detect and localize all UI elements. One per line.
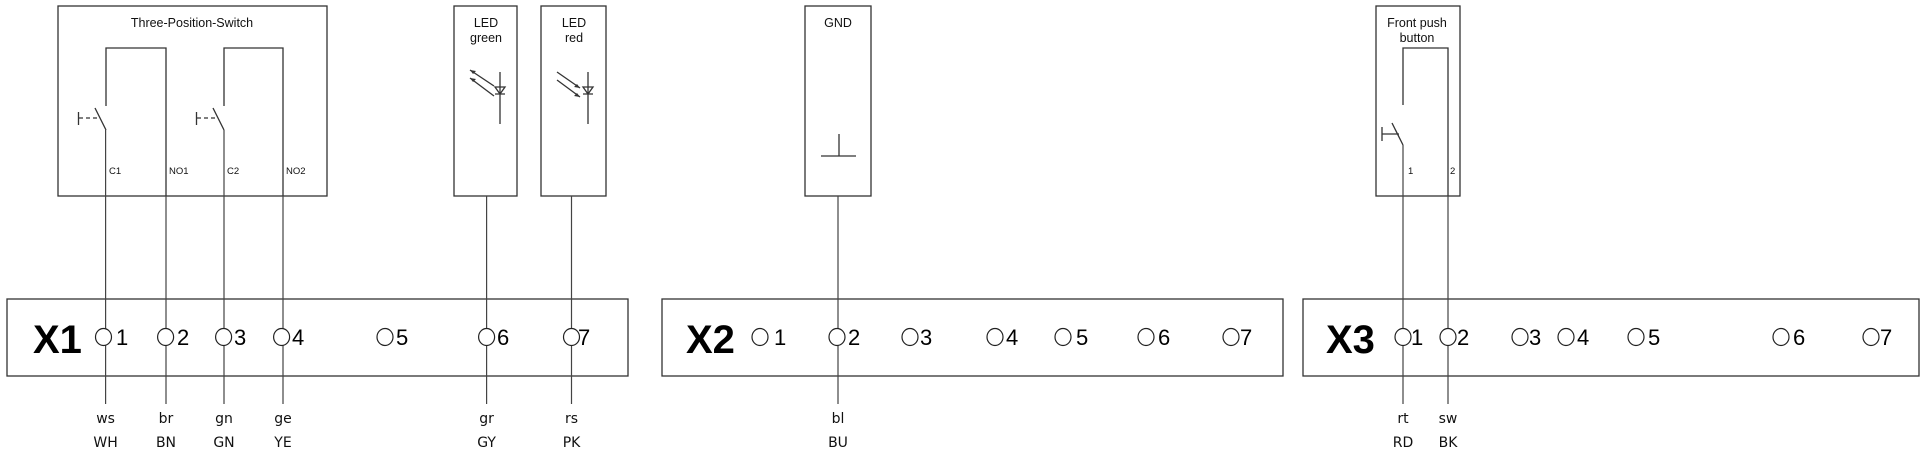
push-button-line2: button — [1400, 31, 1435, 45]
three-position-switch: Three-Position-Switch C1 NO1 C2 NO2 — [57, 5, 328, 197]
terminal-block-x3-label: X3 — [1326, 318, 1375, 362]
terminal-circle — [1222, 327, 1240, 347]
terminal-number: 6 — [497, 325, 509, 350]
led-red-line1: LED — [562, 16, 586, 30]
front-push-button: Front push button 1 2 — [1375, 5, 1461, 197]
led-red: LED red — [540, 5, 607, 197]
terminal-circle — [273, 327, 291, 347]
terminal-number: 4 — [1006, 325, 1018, 350]
led-icon — [556, 71, 595, 124]
terminal-circle — [157, 327, 175, 347]
led-green-housing — [453, 5, 518, 197]
terminal-number: 6 — [1158, 325, 1170, 350]
terminal-number: 3 — [1529, 325, 1541, 350]
pin-label-no1: NO1 — [169, 166, 189, 177]
terminal-number: 6 — [1793, 325, 1805, 350]
led-green-line1: LED — [474, 16, 498, 30]
terminal-circle — [1862, 327, 1880, 347]
wire-color-en: PK — [563, 435, 581, 451]
terminal-circle — [828, 327, 846, 347]
switch-contact-icon — [77, 47, 284, 196]
wire-color-de: br — [159, 411, 174, 427]
wire-color-de: rs — [565, 411, 578, 427]
terminal-number: 2 — [848, 325, 860, 350]
terminal-circle — [1557, 327, 1575, 347]
terminal-circle — [901, 327, 919, 347]
terminal-circle — [1054, 327, 1072, 347]
wire-color-de: ge — [274, 411, 292, 427]
wire-color-de: ws — [96, 411, 115, 427]
terminal-number: 7 — [1880, 325, 1892, 350]
pin-label-no2: NO2 — [286, 166, 306, 177]
terminal-number: 5 — [1648, 325, 1660, 350]
terminal-number: 5 — [396, 325, 408, 350]
pin-label-1: 1 — [1408, 166, 1413, 177]
terminal-number: 2 — [177, 325, 189, 350]
led-green-line2: green — [470, 31, 502, 45]
terminal-circle — [1511, 327, 1529, 347]
terminal-circle — [562, 327, 581, 347]
terminal-number: 2 — [1457, 325, 1469, 350]
wire-color-de: gn — [215, 411, 233, 427]
terminal-number: 1 — [774, 325, 786, 350]
terminal-circle — [751, 327, 769, 347]
terminal-circle — [1772, 327, 1790, 347]
terminal-number: 3 — [920, 325, 932, 350]
terminals: 1 2 3 4 5 6 7 1 2 3 4 5 6 7 1 2 3 4 5 6 7 — [94, 325, 1892, 350]
terminal-block-x1-label: X1 — [33, 318, 82, 362]
gnd-component: GND — [804, 5, 872, 197]
gnd-housing — [804, 5, 872, 197]
wire-color-en: BK — [1439, 435, 1459, 451]
wire-color-en: RD — [1393, 435, 1414, 451]
terminal-number: 7 — [1240, 325, 1252, 350]
pin-label-c1: C1 — [109, 166, 121, 177]
terminal-circle — [1439, 327, 1457, 347]
switch-title: Three-Position-Switch — [131, 16, 253, 30]
push-button-contact-icon — [1381, 47, 1449, 196]
wire-color-en: BU — [828, 435, 848, 451]
wire-color-de: bl — [832, 411, 845, 427]
terminal-circle — [94, 327, 113, 347]
wires — [104, 130, 1449, 404]
led-red-line2: red — [565, 31, 583, 45]
gnd-title: GND — [824, 16, 852, 30]
push-button-housing — [1375, 5, 1461, 197]
push-button-line1: Front push — [1387, 16, 1447, 30]
terminal-number: 7 — [578, 325, 590, 350]
terminal-circle — [986, 327, 1004, 347]
terminal-number: 3 — [234, 325, 246, 350]
wire-color-de: gr — [479, 411, 494, 427]
wire-color-en: BN — [156, 435, 176, 451]
wire-color-en: GY — [477, 435, 496, 451]
terminal-circle — [1627, 327, 1645, 347]
wire-color-en: GN — [213, 435, 234, 451]
terminal-number: 1 — [1411, 325, 1423, 350]
terminal-block-x2 — [661, 298, 1284, 377]
terminal-circle — [478, 327, 496, 347]
terminal-circle — [1137, 327, 1155, 347]
switch-housing — [57, 5, 328, 197]
pin-label-2: 2 — [1450, 166, 1455, 177]
pin-label-c2: C2 — [227, 166, 239, 177]
terminal-block-x3 — [1302, 298, 1920, 377]
terminal-block-x1 — [6, 298, 629, 377]
terminal-number: 5 — [1076, 325, 1088, 350]
terminal-circle — [376, 327, 394, 347]
ground-icon — [821, 134, 856, 157]
led-icon — [469, 69, 507, 124]
terminal-number: 4 — [292, 325, 304, 350]
wire-color-de: rt — [1397, 411, 1409, 427]
wire-color-de: sw — [1439, 411, 1458, 427]
terminal-number: 1 — [116, 325, 128, 350]
led-red-housing — [540, 5, 607, 197]
terminal-block-x2-label: X2 — [686, 318, 735, 362]
terminal-number: 4 — [1577, 325, 1589, 350]
wire-color-en: WH — [93, 435, 117, 451]
wire-color-en: YE — [273, 435, 291, 451]
led-green: LED green — [453, 5, 518, 197]
terminal-circle — [215, 327, 233, 347]
terminal-circle — [1394, 327, 1412, 347]
